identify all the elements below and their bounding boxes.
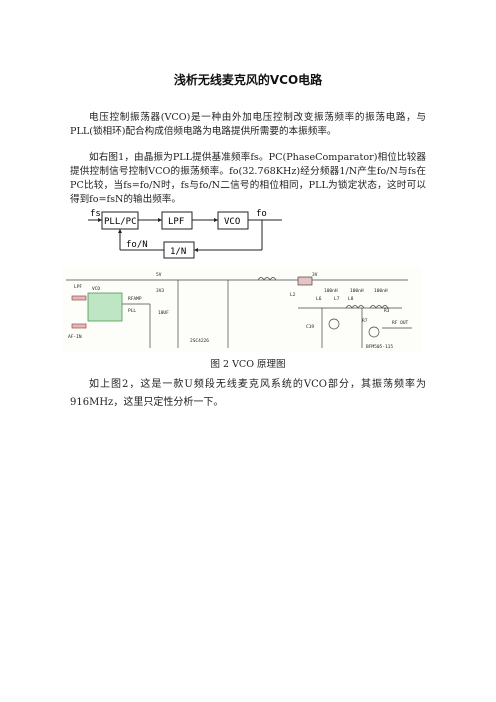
pll-block-diagram: fs PLL/PC LPF VCO 1/N fo fo/N — [88, 209, 282, 259]
fo-n-label: fo/N — [126, 240, 148, 250]
vco-chip-label: VCO — [92, 286, 100, 292]
l2-label: L2 — [290, 292, 296, 298]
figure2-caption: 图 2 VCO 原理图 — [210, 359, 286, 370]
r7-label: R7 — [362, 318, 368, 324]
af-in-top-label: AF-IN — [68, 334, 82, 340]
rf-out-label: RF OUT — [392, 320, 409, 326]
c19-label: C19 — [306, 324, 314, 330]
pll-description-paragraph: 如右图1，由晶振为PLL提供基准频率fs。PC(PhaseComparator)… — [70, 152, 426, 205]
l6-label: L6 — [316, 296, 322, 302]
block-pll-pc: PLL/PC — [104, 217, 137, 227]
block-vco: VCO — [224, 217, 240, 227]
inductor-100nh-1: 100nH — [324, 288, 338, 294]
intro-paragraph: 电压控制振荡器(VCO)是一种由外加电压控制改变振荡频率的振荡电路，与PLL(锁… — [70, 112, 426, 137]
l8-label: L8 — [348, 296, 354, 302]
v3-label: 3V — [312, 272, 318, 278]
rfamp-label: RFAMP — [128, 296, 142, 302]
bfm-transistor-label: BFM505-115 — [366, 344, 393, 350]
block-divider: 1/N — [170, 247, 186, 257]
l7-label: L7 — [334, 296, 340, 302]
r3-label: R3 — [384, 308, 390, 314]
fs-label: fs — [90, 209, 101, 219]
lpf-top-label: LPF — [74, 284, 82, 290]
document-title: 浅析无线麦克风的VCO电路 — [173, 73, 323, 87]
v5-label: 5V — [156, 272, 162, 278]
pll-pin-label: PLL — [128, 308, 136, 314]
figure2-description-paragraph: 如上图2，这是一款U频段无线麦克风系统的VCO部分，其振荡频率为916MHz，这… — [70, 379, 426, 408]
block-lpf: LPF — [168, 217, 184, 227]
fo-label: fo — [256, 209, 267, 219]
c10uf-label: 10UF — [158, 310, 169, 316]
v3b-label: 3V3 — [156, 288, 164, 294]
vco-schematic: VCO LPF RFAMP PLL AF-IN 5V 3V 3V3 10UF L… — [62, 268, 422, 352]
transistor-2sc-label: 2SC4226 — [190, 338, 209, 344]
inductor-100nh-3: 100nH — [374, 288, 388, 294]
inductor-100nh-2: 100nH — [350, 288, 364, 294]
